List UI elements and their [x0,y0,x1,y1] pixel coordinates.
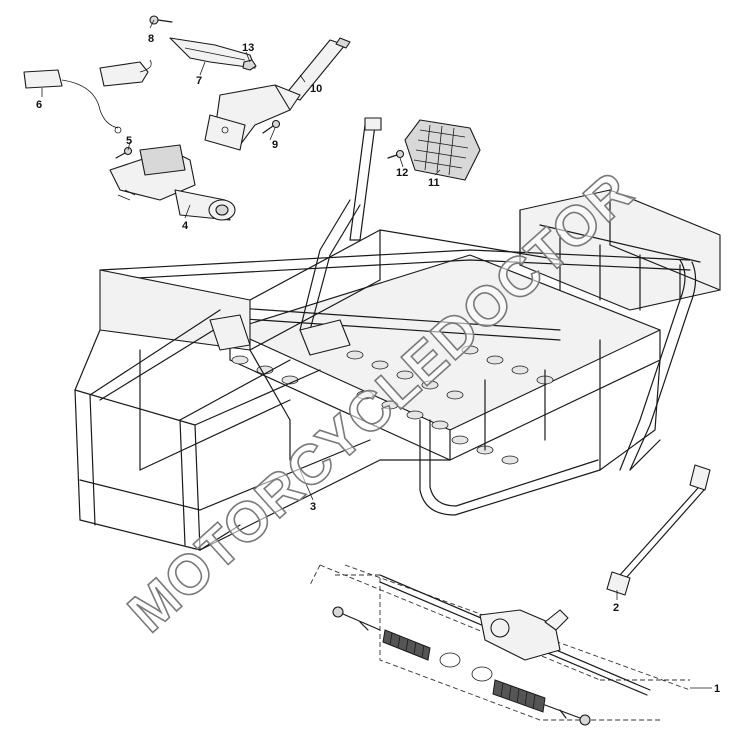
intermediate-shaft [606,464,711,596]
screw-12 [387,149,405,159]
boot-left [382,629,431,661]
callout-9: 9 [272,139,278,151]
nut-13 [242,59,257,71]
callout-7: 7 [196,75,202,87]
callout-1: 1 [714,683,720,695]
bolt-9 [262,119,281,134]
leader-lines [41,19,712,689]
callout-10: 10 [310,83,322,95]
boot-right [492,679,546,713]
bolt-8 [149,15,173,25]
callout-3: 3 [310,501,316,513]
callout-13: 13 [242,42,254,54]
sensor-harness [23,59,152,134]
callout-11: 11 [428,177,440,189]
callout-6: 6 [36,99,42,111]
callout-4: 4 [182,220,189,232]
control-module [404,119,481,181]
callout-5: 5 [126,135,132,147]
bolt-5 [115,146,133,159]
callouts: 8 13 7 10 6 5 9 12 11 4 3 2 1 [36,33,720,695]
callout-2: 2 [613,602,619,614]
callout-8: 8 [148,33,154,45]
steering-rack-assembly [309,564,691,726]
steering-column-assembly [204,37,351,151]
power-steering-unit [109,144,236,221]
mounting-bracket [169,37,256,69]
frame-assembly [74,117,721,551]
callout-12: 12 [396,167,408,179]
